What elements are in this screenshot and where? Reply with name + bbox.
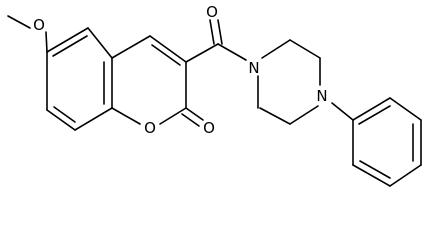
bond-methyl-oxygen: [7, 15, 31, 29]
bond-c3-amide-carbon: [185, 43, 219, 63]
bond-phenyl-1-inner: [358, 105, 391, 125]
bond-pyranone-c2-o1: [159, 107, 187, 125]
bond-benzo-5: [46, 109, 76, 131]
atom-label-lactone-oxygen: O: [203, 119, 215, 137]
atom-label-methoxy-oxygen: O: [33, 16, 45, 34]
bond-piperazine-4: [289, 105, 319, 125]
bond-phenyl-1: [352, 97, 391, 121]
chemical-structure-diagram: O O O O N N: [7, 3, 422, 187]
bond-benzo-5-inner: [53, 106, 76, 123]
bond-benzo-2: [87, 27, 113, 59]
bond-piperazine-1: [261, 39, 291, 59]
bond-benzo-4: [74, 107, 113, 131]
bond-benzo-1-inner: [52, 35, 88, 57]
bond-amide-nitrogen: [217, 43, 247, 61]
bond-nitrogen-phenyl: [331, 102, 354, 121]
bond-piperazine-2: [289, 39, 321, 59]
bond-lactone-carbonyl-a: [185, 107, 204, 121]
bond-phenyl-4: [389, 164, 422, 187]
atom-labels: O O O O N N: [33, 3, 328, 137]
bond-amide-carbonyl-b: [217, 19, 223, 45]
bond-amide-carbonyl-a: [209, 19, 215, 45]
bond-pyranone-c4-c3: [149, 35, 187, 63]
bond-phenyl-2: [389, 97, 422, 121]
bond-phenyl-5-inner: [359, 160, 391, 179]
atom-label-piperazine-n1: N: [248, 59, 259, 77]
bond-phenyl-5: [352, 164, 391, 187]
bond-pyranone-c4-c3-inner: [151, 44, 181, 66]
bond-benzo-1: [46, 27, 89, 53]
bond-pyranone-o1-c8a: [111, 107, 141, 125]
atom-label-ring-oxygen: O: [144, 119, 156, 137]
bond-pyranone-c4a-c4: [111, 35, 151, 59]
bond-lines: [7, 15, 422, 187]
atom-label-amide-oxygen: O: [206, 3, 218, 21]
atom-label-piperazine-n4: N: [316, 87, 327, 105]
bond-lactone-carbonyl-b: [181, 113, 200, 127]
bond-piperazine-5: [259, 107, 291, 125]
bond-oxygen-aryl: [45, 31, 48, 53]
